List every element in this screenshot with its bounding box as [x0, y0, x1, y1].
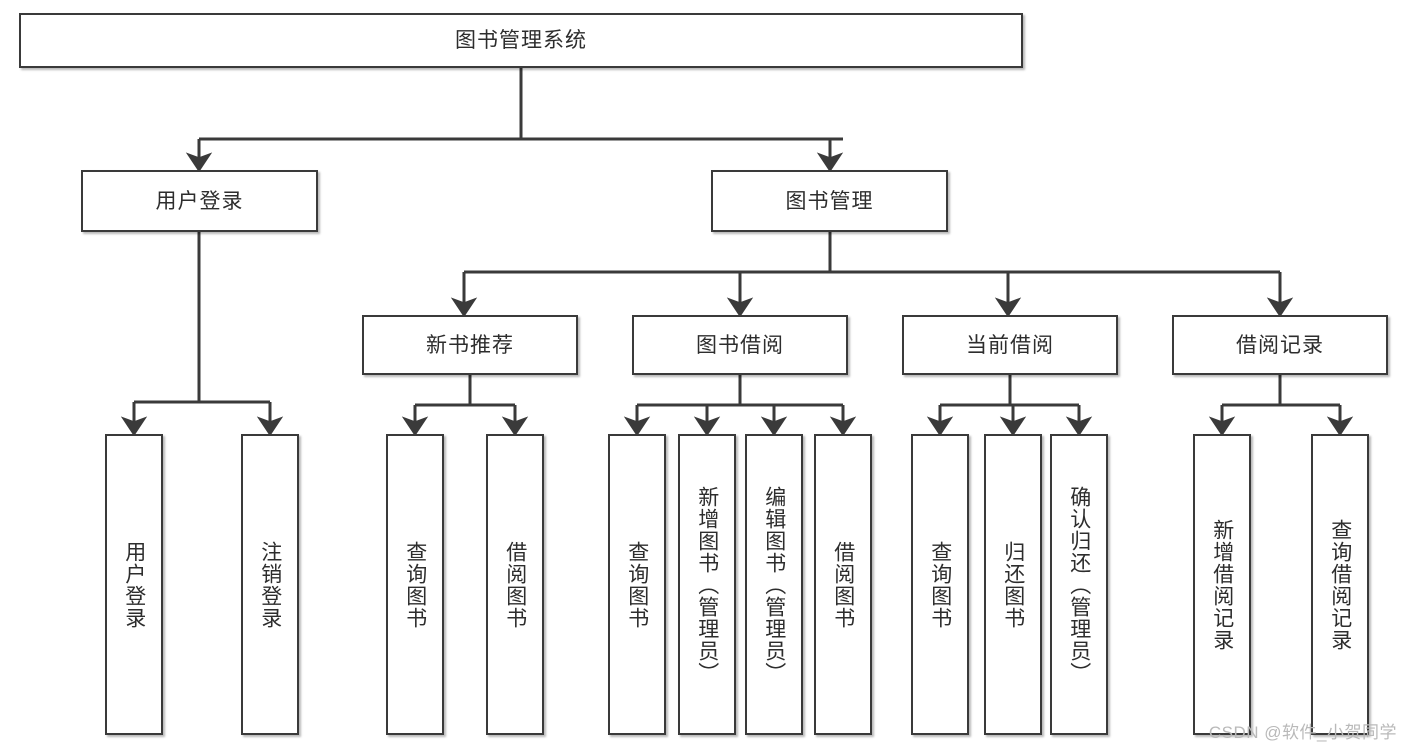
node-label: 用户登录 — [155, 189, 244, 213]
node-label: 用户登录 — [122, 540, 146, 629]
node-label: 新增图书（管理员） — [695, 485, 719, 684]
node-user-login[interactable]: 用户登录 — [81, 170, 318, 232]
leaf-borrow-book-recommend[interactable]: 借阅图书 — [486, 434, 544, 735]
node-book-management[interactable]: 图书管理 — [711, 170, 948, 232]
leaf-confirm-return-admin[interactable]: 确认归还（管理员） — [1050, 434, 1108, 735]
node-label: 查询图书 — [403, 540, 427, 629]
node-label: 注销登录 — [258, 540, 282, 629]
node-label: 查询图书 — [625, 540, 649, 629]
leaf-query-book[interactable]: 查询图书 — [608, 434, 666, 735]
leaf-logout[interactable]: 注销登录 — [241, 434, 299, 735]
leaf-edit-book-admin[interactable]: 编辑图书（管理员） — [745, 434, 803, 735]
node-label: 新书推荐 — [426, 333, 514, 357]
leaf-query-book-recommend[interactable]: 查询图书 — [386, 434, 444, 735]
node-new-book-recommend[interactable]: 新书推荐 — [362, 315, 578, 375]
node-label: 图书管理系统 — [455, 29, 587, 52]
node-label: 借阅记录 — [1236, 333, 1324, 357]
leaf-user-login[interactable]: 用户登录 — [105, 434, 163, 735]
node-label: 确认归还（管理员） — [1067, 485, 1091, 684]
leaf-add-book-admin[interactable]: 新增图书（管理员） — [678, 434, 736, 735]
leaf-add-borrow-record[interactable]: 新增借阅记录 — [1193, 434, 1251, 735]
node-label: 当前借阅 — [966, 333, 1054, 357]
node-book-borrow[interactable]: 图书借阅 — [632, 315, 848, 375]
watermark-text: CSDN @软件_小贺同学 — [1208, 723, 1397, 742]
node-root[interactable]: 图书管理系统 — [19, 13, 1023, 68]
node-label: 查询借阅记录 — [1328, 518, 1352, 651]
leaf-query-book-current[interactable]: 查询图书 — [911, 434, 969, 735]
node-current-borrow[interactable]: 当前借阅 — [902, 315, 1118, 375]
node-label: 借阅图书 — [831, 540, 855, 629]
node-label: 编辑图书（管理员） — [762, 485, 786, 684]
node-label: 借阅图书 — [503, 540, 527, 629]
node-label: 新增借阅记录 — [1210, 518, 1234, 651]
node-borrow-records[interactable]: 借阅记录 — [1172, 315, 1388, 375]
node-label: 图书借阅 — [696, 333, 784, 357]
leaf-borrow-book[interactable]: 借阅图书 — [814, 434, 872, 735]
node-label: 查询图书 — [928, 540, 952, 629]
node-label: 归还图书 — [1001, 540, 1025, 629]
leaf-query-borrow-record[interactable]: 查询借阅记录 — [1311, 434, 1369, 735]
node-label: 图书管理 — [785, 189, 874, 213]
leaf-return-book[interactable]: 归还图书 — [984, 434, 1042, 735]
